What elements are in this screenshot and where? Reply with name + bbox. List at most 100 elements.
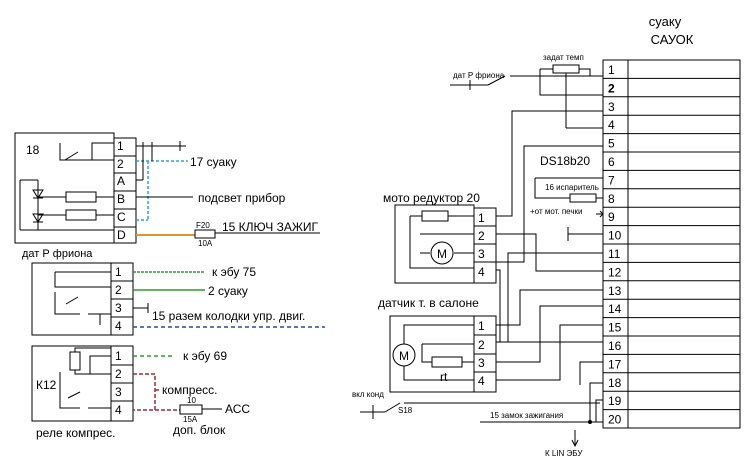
connector-block-2: 1 2 3 4 к эбу 75 2 суаку 15 разем колодк…	[31, 262, 325, 336]
ecu-title-line2: САУОК	[651, 32, 694, 47]
ecu-pin-1: 1	[608, 63, 615, 77]
relay-pin-4: 4	[115, 403, 122, 417]
ecu-pin-3: 3	[608, 100, 615, 114]
ecu-pin-5: 5	[608, 137, 615, 151]
ecu-sauok: суаку САУОК 1234567891011121314151617181…	[602, 14, 741, 429]
cabin-sensor-pin-2: 2	[478, 338, 485, 352]
ecu-pin-17: 17	[608, 357, 622, 371]
label-ac-switch: вкл конд	[352, 390, 384, 399]
motor-reducer-pin-2: 2	[478, 229, 485, 243]
connector-18-resistor-1	[65, 191, 97, 203]
label-ignition-lock: 15 замок зажигания	[490, 411, 563, 420]
ecu-pin-12: 12	[608, 265, 622, 279]
relay-out-1: к эбу 69	[183, 349, 227, 363]
connector-18-pin-1: 1	[117, 139, 124, 153]
ecu-pin-18: 18	[608, 376, 622, 390]
label-ds18b20: DS18b20	[540, 154, 590, 168]
motor-reducer-pin-3: 3	[478, 247, 485, 261]
connector-18-pin-d: D	[117, 228, 126, 242]
cabin-sensor-pin-1: 1	[478, 319, 485, 333]
ecu-pin-20: 20	[608, 413, 622, 427]
cabin-sensor-motor-label: M	[399, 349, 409, 363]
ecu-pin-2: 2	[608, 81, 615, 95]
connector-18-pin-2: 2	[117, 157, 124, 171]
label-k-lin: К LIN ЭБУ	[545, 449, 583, 458]
ecu-pin-8: 8	[608, 192, 615, 206]
ecu-pin-14: 14	[608, 302, 622, 316]
motor-reducer-motor-icon	[430, 241, 454, 265]
motor-reducer-housing	[394, 204, 475, 284]
block-2-pin-2: 2	[115, 283, 122, 297]
relay-pin-2: 2	[115, 367, 122, 381]
ecu-pin-11: 11	[608, 247, 621, 261]
cabin-temp-sensor: датчик т. в салоне 1 2 3 4 M rt	[378, 296, 497, 393]
label-from-motor: +от мот. печки	[530, 207, 582, 216]
connector-18-pin-c: C	[117, 210, 126, 224]
relay-caption: реле компрес.	[36, 426, 115, 440]
fuse-f20	[194, 229, 216, 239]
ecu-pin-15: 15	[608, 321, 622, 335]
fuse-f20-rating: 10A	[198, 239, 213, 248]
fuse-10	[179, 404, 203, 415]
connector-18: 18 1 2 A B C D	[14, 132, 320, 260]
cabin-sensor-thermistor	[431, 356, 463, 368]
label-s18: S18	[398, 406, 413, 415]
wire-compressor-red	[133, 373, 156, 411]
connector-18-out-b: подсвет прибор	[198, 191, 286, 205]
relay-out-4b: доп. блок	[173, 423, 226, 437]
relay-out-4: АСС	[225, 402, 250, 416]
relay-label: К12	[36, 378, 57, 392]
connector-18-resistor-2	[65, 209, 97, 221]
block-2-pin-1: 1	[115, 265, 122, 279]
relay-k12: 1 2 3 4 К12 10 15А к эбу 69 компресс. АС…	[31, 345, 250, 440]
wire-ecu3-motor1	[496, 110, 603, 217]
cabin-sensor-pin-4: 4	[478, 374, 485, 388]
ecu-pin-6: 6	[608, 155, 615, 169]
fuse-10-rating: 15А	[183, 415, 198, 424]
motor-reducer-resistor	[421, 210, 449, 222]
relay-out-2: компресс.	[162, 383, 218, 397]
ds18b20-sensor	[569, 193, 597, 203]
motor-reducer-motor-label: M	[437, 247, 447, 261]
ecu-title-line1: суаку	[649, 14, 682, 29]
block-2-out-2: 2 суаку	[208, 284, 248, 298]
cabin-sensor-thermistor-label: rt	[440, 370, 448, 384]
block-2-pin-3: 3	[115, 301, 122, 315]
ecu-pin-9: 9	[608, 210, 615, 224]
connector-18-out-d: 15 КЛЮЧ ЗАЖИГ	[222, 220, 319, 234]
cabin-sensor-label: датчик т. в салоне	[378, 296, 479, 310]
ecu-pin-19: 19	[608, 394, 622, 408]
relay-pin-1: 1	[115, 349, 122, 363]
connector-18-out-2: 17 суаку	[190, 155, 237, 169]
motor-reducer-label: мото редуктор 20	[383, 191, 480, 205]
ecu-pin-7: 7	[608, 173, 615, 187]
connector-18-caption: дат Р фриона	[22, 248, 93, 260]
ecu-wiring: дат Р фриона задат темп DS18b20 16 испар…	[352, 53, 604, 458]
cabin-sensor-pin-3: 3	[478, 356, 485, 370]
relay-pin-3: 3	[115, 385, 122, 399]
label-evaporator: 16 испаритель	[545, 183, 599, 192]
motor-reducer-pin-1: 1	[478, 211, 485, 225]
label-set-temp: задат темп	[543, 53, 584, 62]
ecu-pin-10: 10	[608, 229, 622, 243]
block-2-out-1: к эбу 75	[212, 265, 256, 279]
ecu-pin-16: 16	[608, 339, 622, 353]
motor-reducer-pin-block	[473, 207, 497, 284]
block-2-pin-4: 4	[115, 319, 122, 333]
relay-coil	[69, 351, 81, 371]
set-temp-resistor	[552, 64, 580, 74]
ecu-pin-4: 4	[608, 118, 615, 132]
connector-18-pin-a: A	[117, 174, 125, 188]
fuse-10-name: 10	[187, 396, 196, 405]
connector-18-pin-b: B	[117, 192, 125, 206]
motor-reducer: мото редуктор 20 1 2 3 4 M	[383, 191, 497, 284]
fuse-f20-name: F20	[196, 221, 210, 230]
motor-reducer-pin-4: 4	[478, 265, 485, 279]
block-2-out-3: 15 разем колодки упр. двиг.	[152, 309, 305, 323]
connector-18-label: 18	[26, 143, 40, 157]
block-2-housing	[31, 262, 112, 336]
ecu-pin-13: 13	[608, 284, 622, 298]
label-pressure-sensor: дат Р фриона	[453, 71, 505, 80]
